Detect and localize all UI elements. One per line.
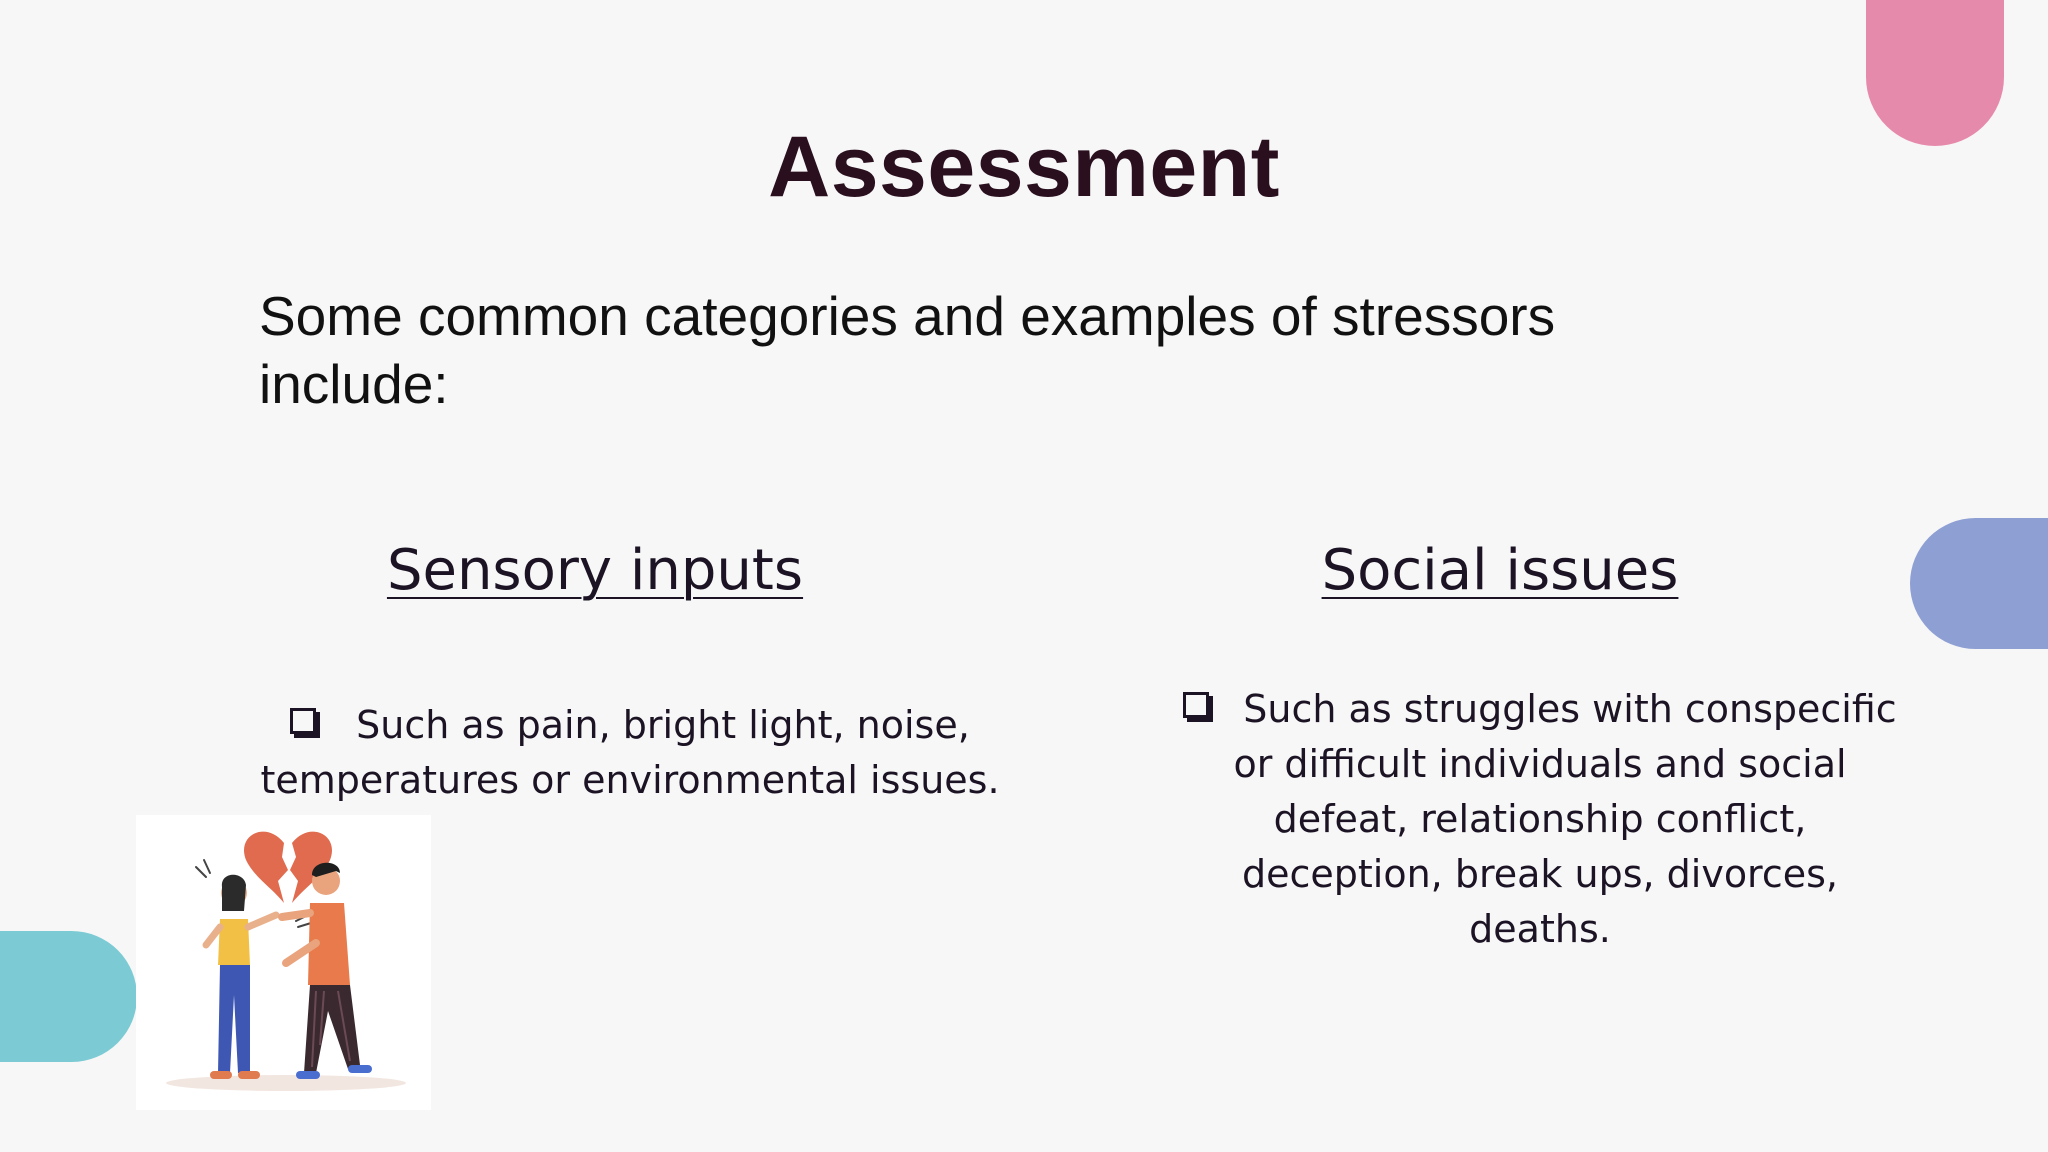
bullet-sensory-inputs: Such as pain, bright light, noise, tempe… [255,698,1005,808]
slide-title: Assessment [768,119,1280,215]
teal-decor-shape [0,931,137,1062]
bullet-social-issues: Such as struggles with conspecific or di… [1180,682,1900,957]
pink-decor-shape [1866,0,2004,146]
checkbox-icon [1183,692,1210,718]
blue-decor-shape [1910,518,2048,649]
heading-social-issues: Social issues [1321,538,1679,603]
arguing-couple-broken-heart-icon [136,815,431,1110]
bullet-text: Such as struggles with conspecific or di… [1233,687,1897,951]
intro-text: Some common categories and examples of s… [259,285,1556,415]
bullet-text: Such as pain, bright light, noise, tempe… [260,703,1000,802]
heading-sensory-inputs: Sensory inputs [386,538,804,603]
checkbox-icon [290,708,317,734]
